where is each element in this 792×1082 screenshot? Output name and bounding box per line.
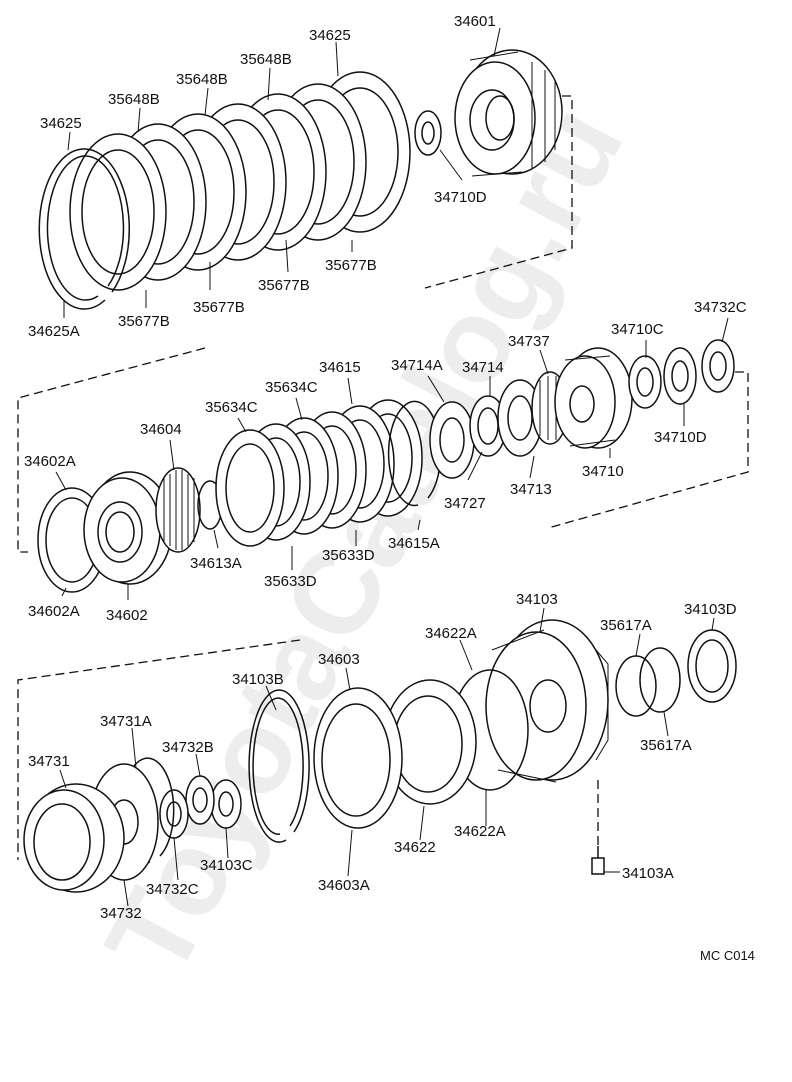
- part-34603[interactable]: [313, 687, 403, 829]
- label-34103C: 34103C: [200, 857, 253, 874]
- part-labels: 34601 34625 35648B 35648B 35648B 34625 3…: [24, 13, 755, 963]
- label-34602A-bot: 34602A: [28, 603, 80, 620]
- leaders-middle: [55, 317, 729, 600]
- label-35617A-bot: 35617A: [640, 737, 692, 754]
- label-34615: 34615: [319, 359, 361, 376]
- part-34710D-mid[interactable]: [663, 347, 697, 405]
- label-34615A: 34615A: [388, 535, 440, 552]
- part-34103D[interactable]: [687, 629, 737, 703]
- clutch-stack-top[interactable]: [69, 71, 411, 291]
- part-34601[interactable]: [454, 49, 563, 177]
- label-34604: 34604: [140, 421, 182, 438]
- label-35633D-2: 35633D: [264, 573, 317, 590]
- diagram-code: MC C014: [700, 948, 755, 963]
- label-35648B-3: 35648B: [108, 91, 160, 108]
- label-35633D-1: 35633D: [322, 547, 375, 564]
- label-34601: 34601: [454, 13, 496, 30]
- part-34732C-top[interactable]: [701, 339, 735, 393]
- part-34714[interactable]: [469, 395, 507, 457]
- boundary-bottom: [17, 639, 301, 860]
- group-bottom: [17, 607, 737, 907]
- label-34603A: 34603A: [318, 877, 370, 894]
- label-35677B-1: 35677B: [325, 257, 377, 274]
- part-34103A[interactable]: [591, 846, 605, 875]
- part-34710D-top[interactable]: [414, 110, 442, 156]
- part-34710C[interactable]: [628, 355, 662, 409]
- part-34103C[interactable]: [210, 779, 242, 829]
- label-34714A: 34714A: [391, 357, 443, 374]
- boundary-top: [424, 95, 573, 289]
- label-34732C-top: 34732C: [694, 299, 747, 316]
- label-35677B-3: 35677B: [193, 299, 245, 316]
- label-34713: 34713: [510, 481, 552, 498]
- label-34625A: 34625A: [28, 323, 80, 340]
- part-34732B[interactable]: [185, 775, 215, 825]
- boundary-middle-right: [547, 371, 749, 529]
- label-34710: 34710: [582, 463, 624, 480]
- label-35617A-top: 35617A: [600, 617, 652, 634]
- label-34602: 34602: [106, 607, 148, 624]
- part-34604[interactable]: [155, 467, 201, 553]
- label-34625-top: 34625: [309, 27, 351, 44]
- label-34710C: 34710C: [611, 321, 664, 338]
- label-34103A: 34103A: [622, 865, 674, 882]
- leaders-top: [63, 27, 501, 318]
- label-34622A-bot: 34622A: [454, 823, 506, 840]
- label-34731: 34731: [28, 753, 70, 770]
- label-34103B: 34103B: [232, 671, 284, 688]
- label-34732: 34732: [100, 905, 142, 922]
- label-34622: 34622: [394, 839, 436, 856]
- part-34602[interactable]: [83, 471, 173, 585]
- part-34103[interactable]: [485, 619, 609, 783]
- label-34714: 34714: [462, 359, 504, 376]
- label-34625-left: 34625: [40, 115, 82, 132]
- group-middle: [17, 317, 749, 600]
- part-35617A[interactable]: [615, 647, 681, 717]
- label-35677B-4: 35677B: [118, 313, 170, 330]
- part-34710[interactable]: [554, 347, 633, 449]
- part-34714A[interactable]: [429, 401, 475, 479]
- label-35677B-2: 35677B: [258, 277, 310, 294]
- label-34727: 34727: [444, 495, 486, 512]
- label-34731A: 34731A: [100, 713, 152, 730]
- label-35648B-2: 35648B: [176, 71, 228, 88]
- label-34103: 34103: [516, 591, 558, 608]
- label-34602A-top: 34602A: [24, 453, 76, 470]
- part-34622[interactable]: [383, 679, 477, 805]
- label-34613A: 34613A: [190, 555, 242, 572]
- boundary-middle: [17, 347, 206, 553]
- leaders-bottom: [59, 607, 715, 907]
- label-34103D: 34103D: [684, 601, 737, 618]
- label-34622A-top: 34622A: [425, 625, 477, 642]
- label-34732B: 34732B: [162, 739, 214, 756]
- label-34732C-bot: 34732C: [146, 881, 199, 898]
- label-35634C-2: 35634C: [205, 399, 258, 416]
- label-34737: 34737: [508, 333, 550, 350]
- part-34731[interactable]: [23, 783, 125, 893]
- label-34603: 34603: [318, 651, 360, 668]
- label-34710D-mid: 34710D: [654, 429, 707, 446]
- label-35634C-1: 35634C: [265, 379, 318, 396]
- group-top: [38, 27, 573, 318]
- label-34710D-top: 34710D: [434, 189, 487, 206]
- part-34103B[interactable]: [248, 689, 310, 843]
- label-35648B-1: 35648B: [240, 51, 292, 68]
